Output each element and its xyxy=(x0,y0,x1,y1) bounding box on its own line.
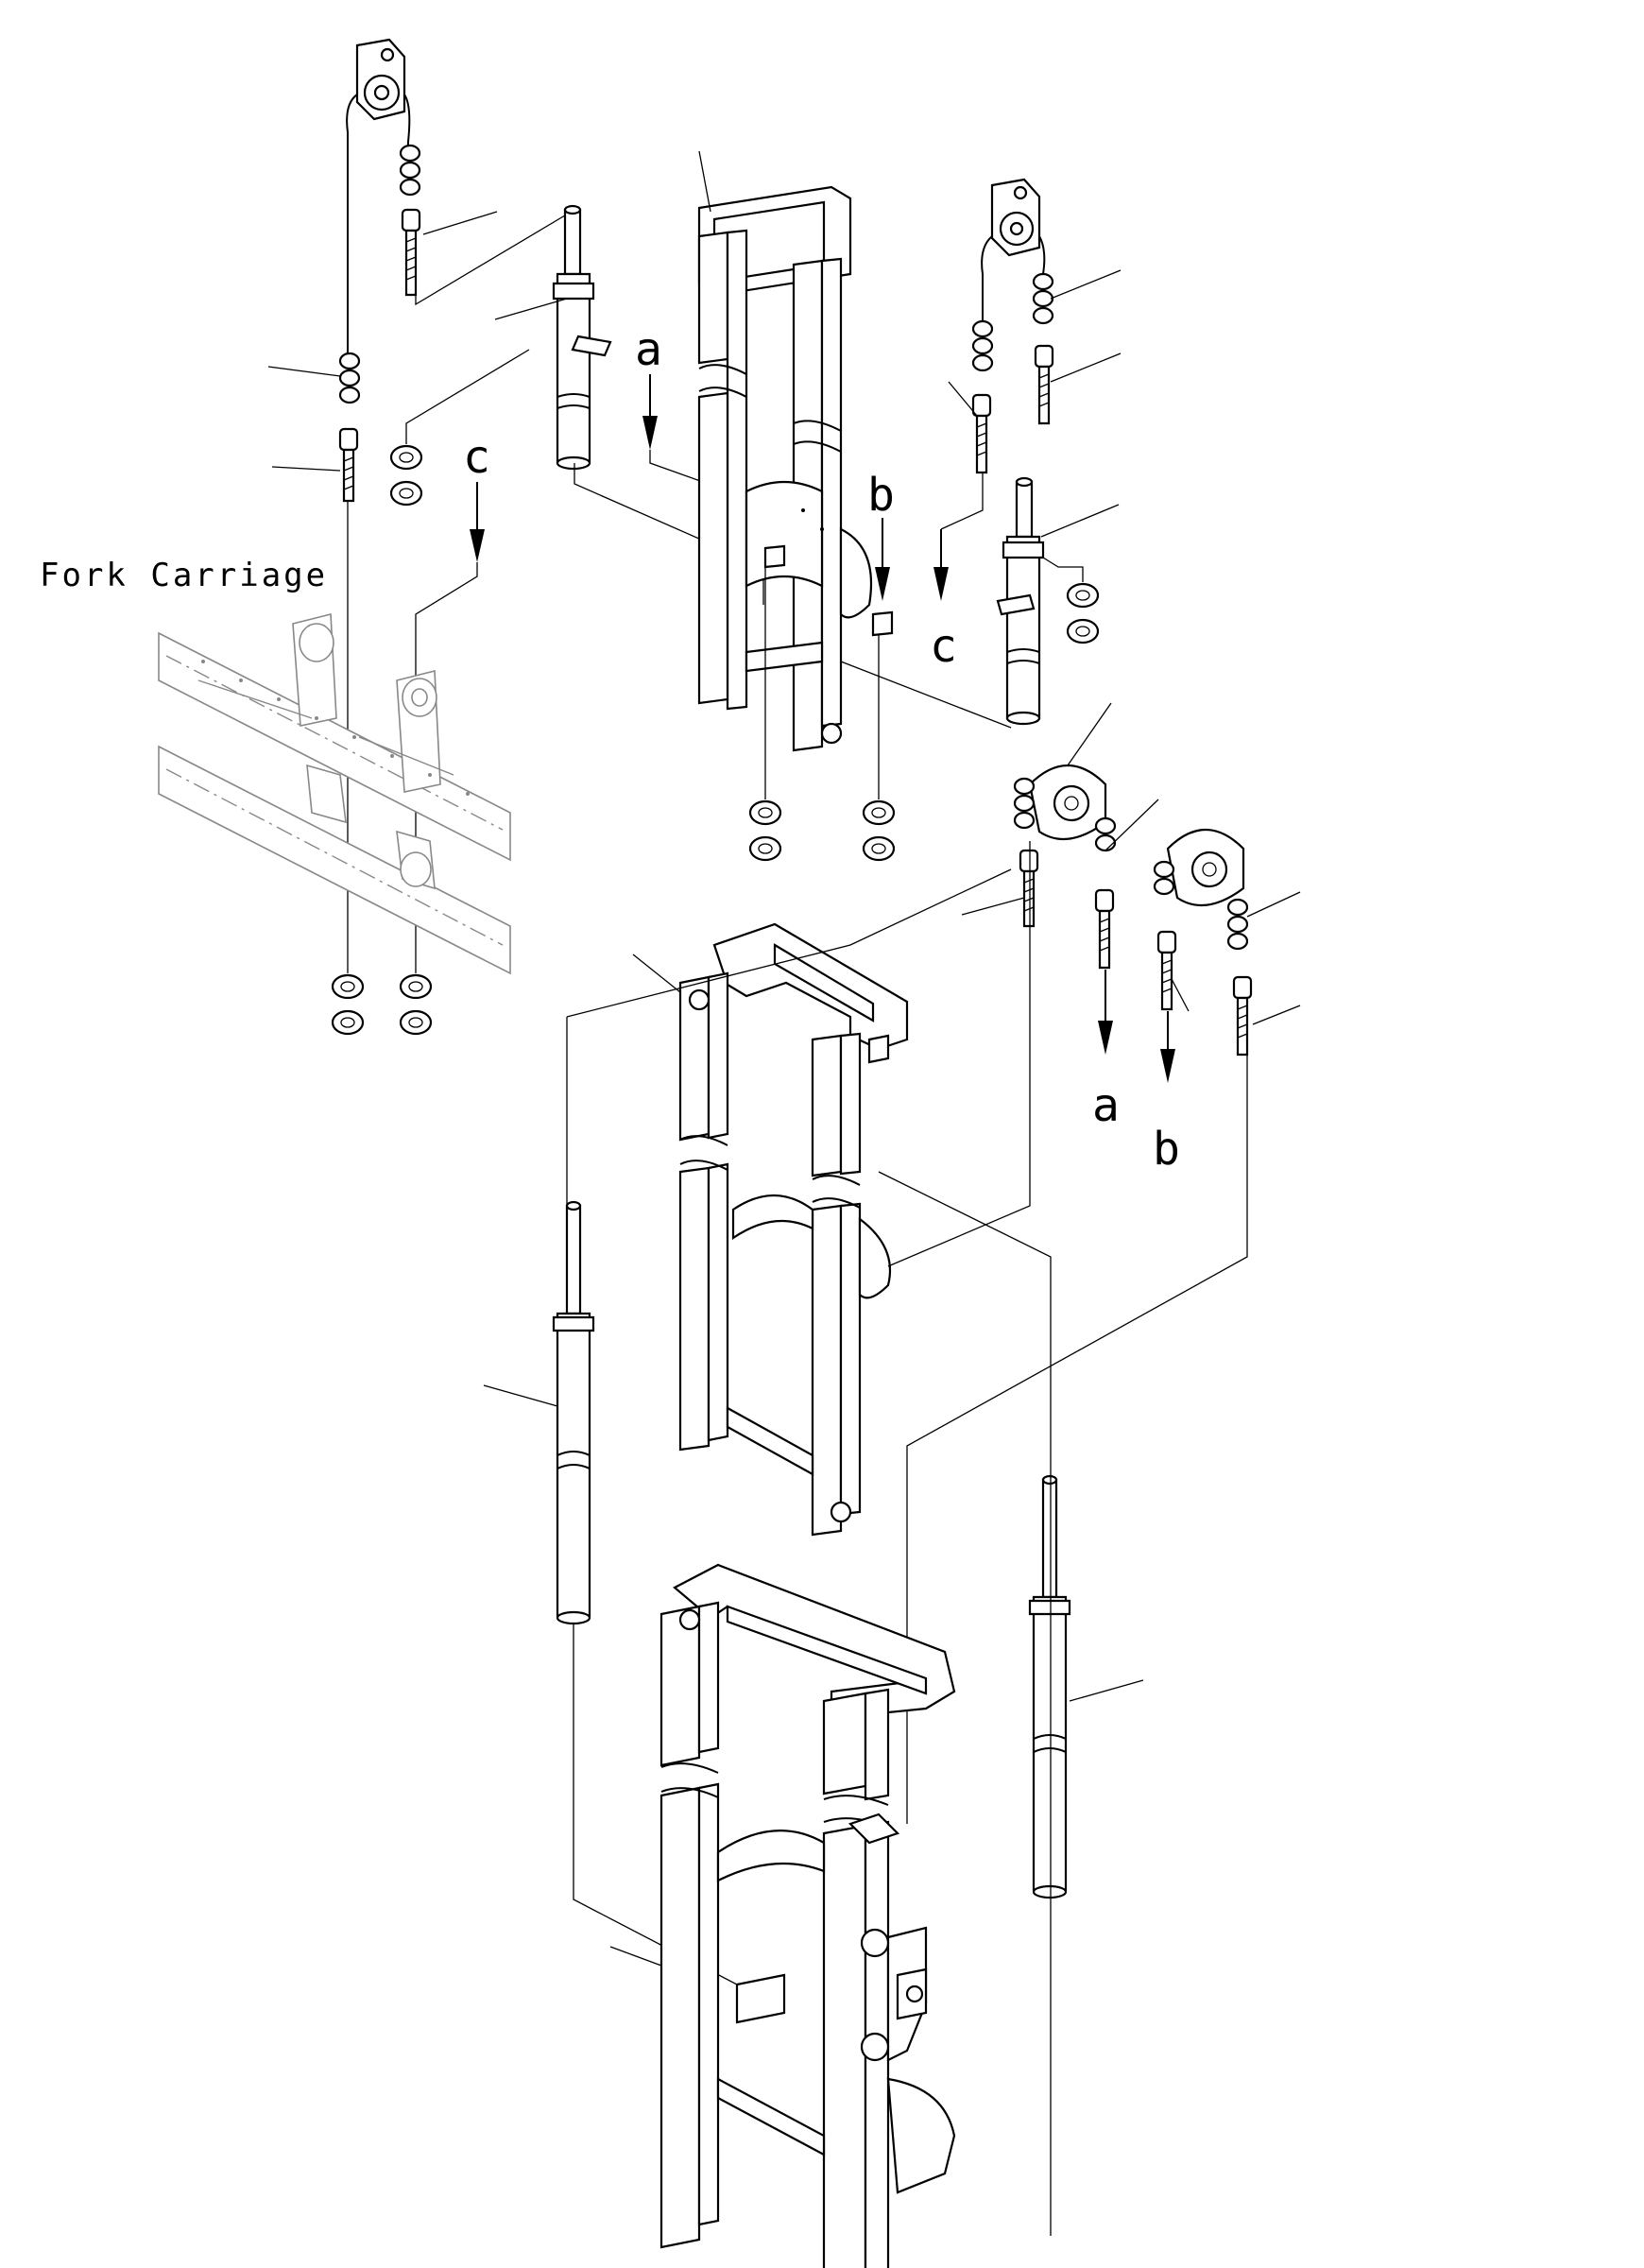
fork-carriage xyxy=(158,612,511,975)
right-middle-lift-cylinder xyxy=(1028,1474,1071,1899)
right-lower-anchor-bolt xyxy=(971,393,992,474)
ref-label-c-left: c xyxy=(463,431,490,484)
ref-label-c-right: c xyxy=(930,620,957,673)
right-upper-anchor-bolt xyxy=(1034,344,1054,425)
ref-label-a-bottom: a xyxy=(1092,1079,1120,1132)
inner-mast xyxy=(697,185,894,752)
ref-label-b-bottom: b xyxy=(1153,1123,1180,1176)
left-upper-anchor-bolt xyxy=(401,208,421,297)
middle-sheave-right xyxy=(1153,829,1249,951)
left-upper-chain-links xyxy=(399,144,421,197)
right-washers xyxy=(1066,582,1100,644)
left-lower-chain-links xyxy=(338,352,361,404)
left-chain-pulley-assembly xyxy=(338,38,764,973)
carriage-nuts xyxy=(331,973,433,1036)
left-middle-lift-cylinder xyxy=(552,1200,595,1625)
right-top-pulley xyxy=(990,178,1041,257)
leader-lines xyxy=(267,211,1301,1967)
ref-label-a-top: a xyxy=(635,323,662,376)
ref-label-b-top: b xyxy=(867,469,895,522)
middle-sheave-left xyxy=(1013,765,1117,852)
inner-mast-nuts xyxy=(748,799,896,862)
left-lower-anchor-bolt xyxy=(338,427,359,503)
fork-carriage-label: Fork Carriage xyxy=(40,557,328,594)
left-lift-cylinder xyxy=(552,204,612,471)
left-washers xyxy=(389,444,423,507)
right-lift-cylinder xyxy=(996,476,1045,726)
right-lower-chain-links xyxy=(971,319,994,372)
right-upper-chain-links xyxy=(1032,272,1054,325)
right-chain-pulley-assembly xyxy=(971,178,1100,726)
middle-anchor-bolts xyxy=(1019,849,1253,1057)
middle-mast xyxy=(678,922,909,1537)
outer-mast xyxy=(659,1563,956,2268)
left-top-pulley xyxy=(355,38,406,121)
left-chain-run xyxy=(346,94,411,359)
